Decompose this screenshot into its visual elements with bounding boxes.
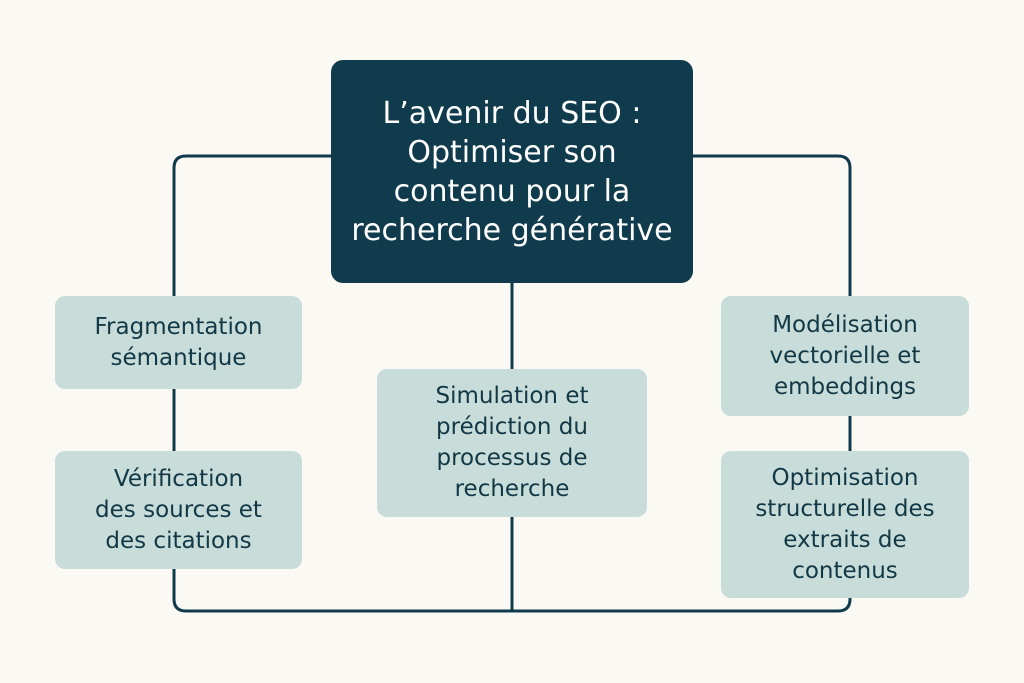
node-verification: Vérification des sources et des citation… [55,451,302,569]
node-modelisation: Modélisation vectorielle et embeddings [721,296,969,416]
root-node: L’avenir du SEO : Optimiser son contenu … [331,60,693,283]
node-fragmentation-label: Fragmentation sémantique [94,313,263,371]
node-optimisation: Optimisation structurelle des extraits d… [721,451,969,598]
node-verification-label: Vérification des sources et des citation… [95,465,262,554]
node-fragmentation: Fragmentation sémantique [55,296,302,389]
root-label: L’avenir du SEO : Optimiser son contenu … [351,95,673,248]
node-optimisation-label: Optimisation structurelle des extraits d… [755,464,935,584]
node-simulation: Simulation et prédiction du processus de… [377,369,647,517]
node-simulation-label: Simulation et prédiction du processus de… [435,383,589,502]
node-modelisation-label: Modélisation vectorielle et embeddings [769,311,921,400]
